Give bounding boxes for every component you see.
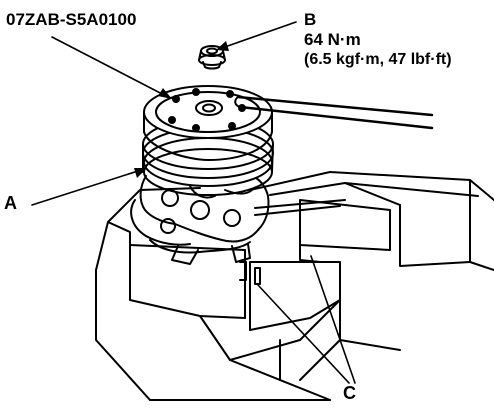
torque-spec-alt-units: (6.5 kgf·m, 47 lbf·ft) bbox=[304, 51, 452, 68]
callout-a: A bbox=[4, 193, 17, 213]
tool-leader bbox=[51, 36, 167, 97]
callout-c: C bbox=[343, 383, 356, 403]
torque-spec-nm: 64 N·m bbox=[304, 30, 361, 49]
jaw-leader-right bbox=[310, 255, 356, 384]
bench-vise bbox=[95, 171, 494, 401]
pulley-leader bbox=[31, 169, 142, 206]
jaw-leader-left bbox=[257, 284, 350, 384]
tool-part-number: 07ZAB-S5A0100 bbox=[6, 10, 137, 29]
holder-tool bbox=[143, 85, 434, 161]
flange-nut bbox=[198, 45, 226, 70]
callout-b: B bbox=[304, 10, 317, 29]
arrowheads bbox=[134, 41, 229, 178]
leader-lines bbox=[31, 21, 356, 384]
pump-body bbox=[130, 175, 270, 265]
nut-leader bbox=[221, 21, 297, 49]
